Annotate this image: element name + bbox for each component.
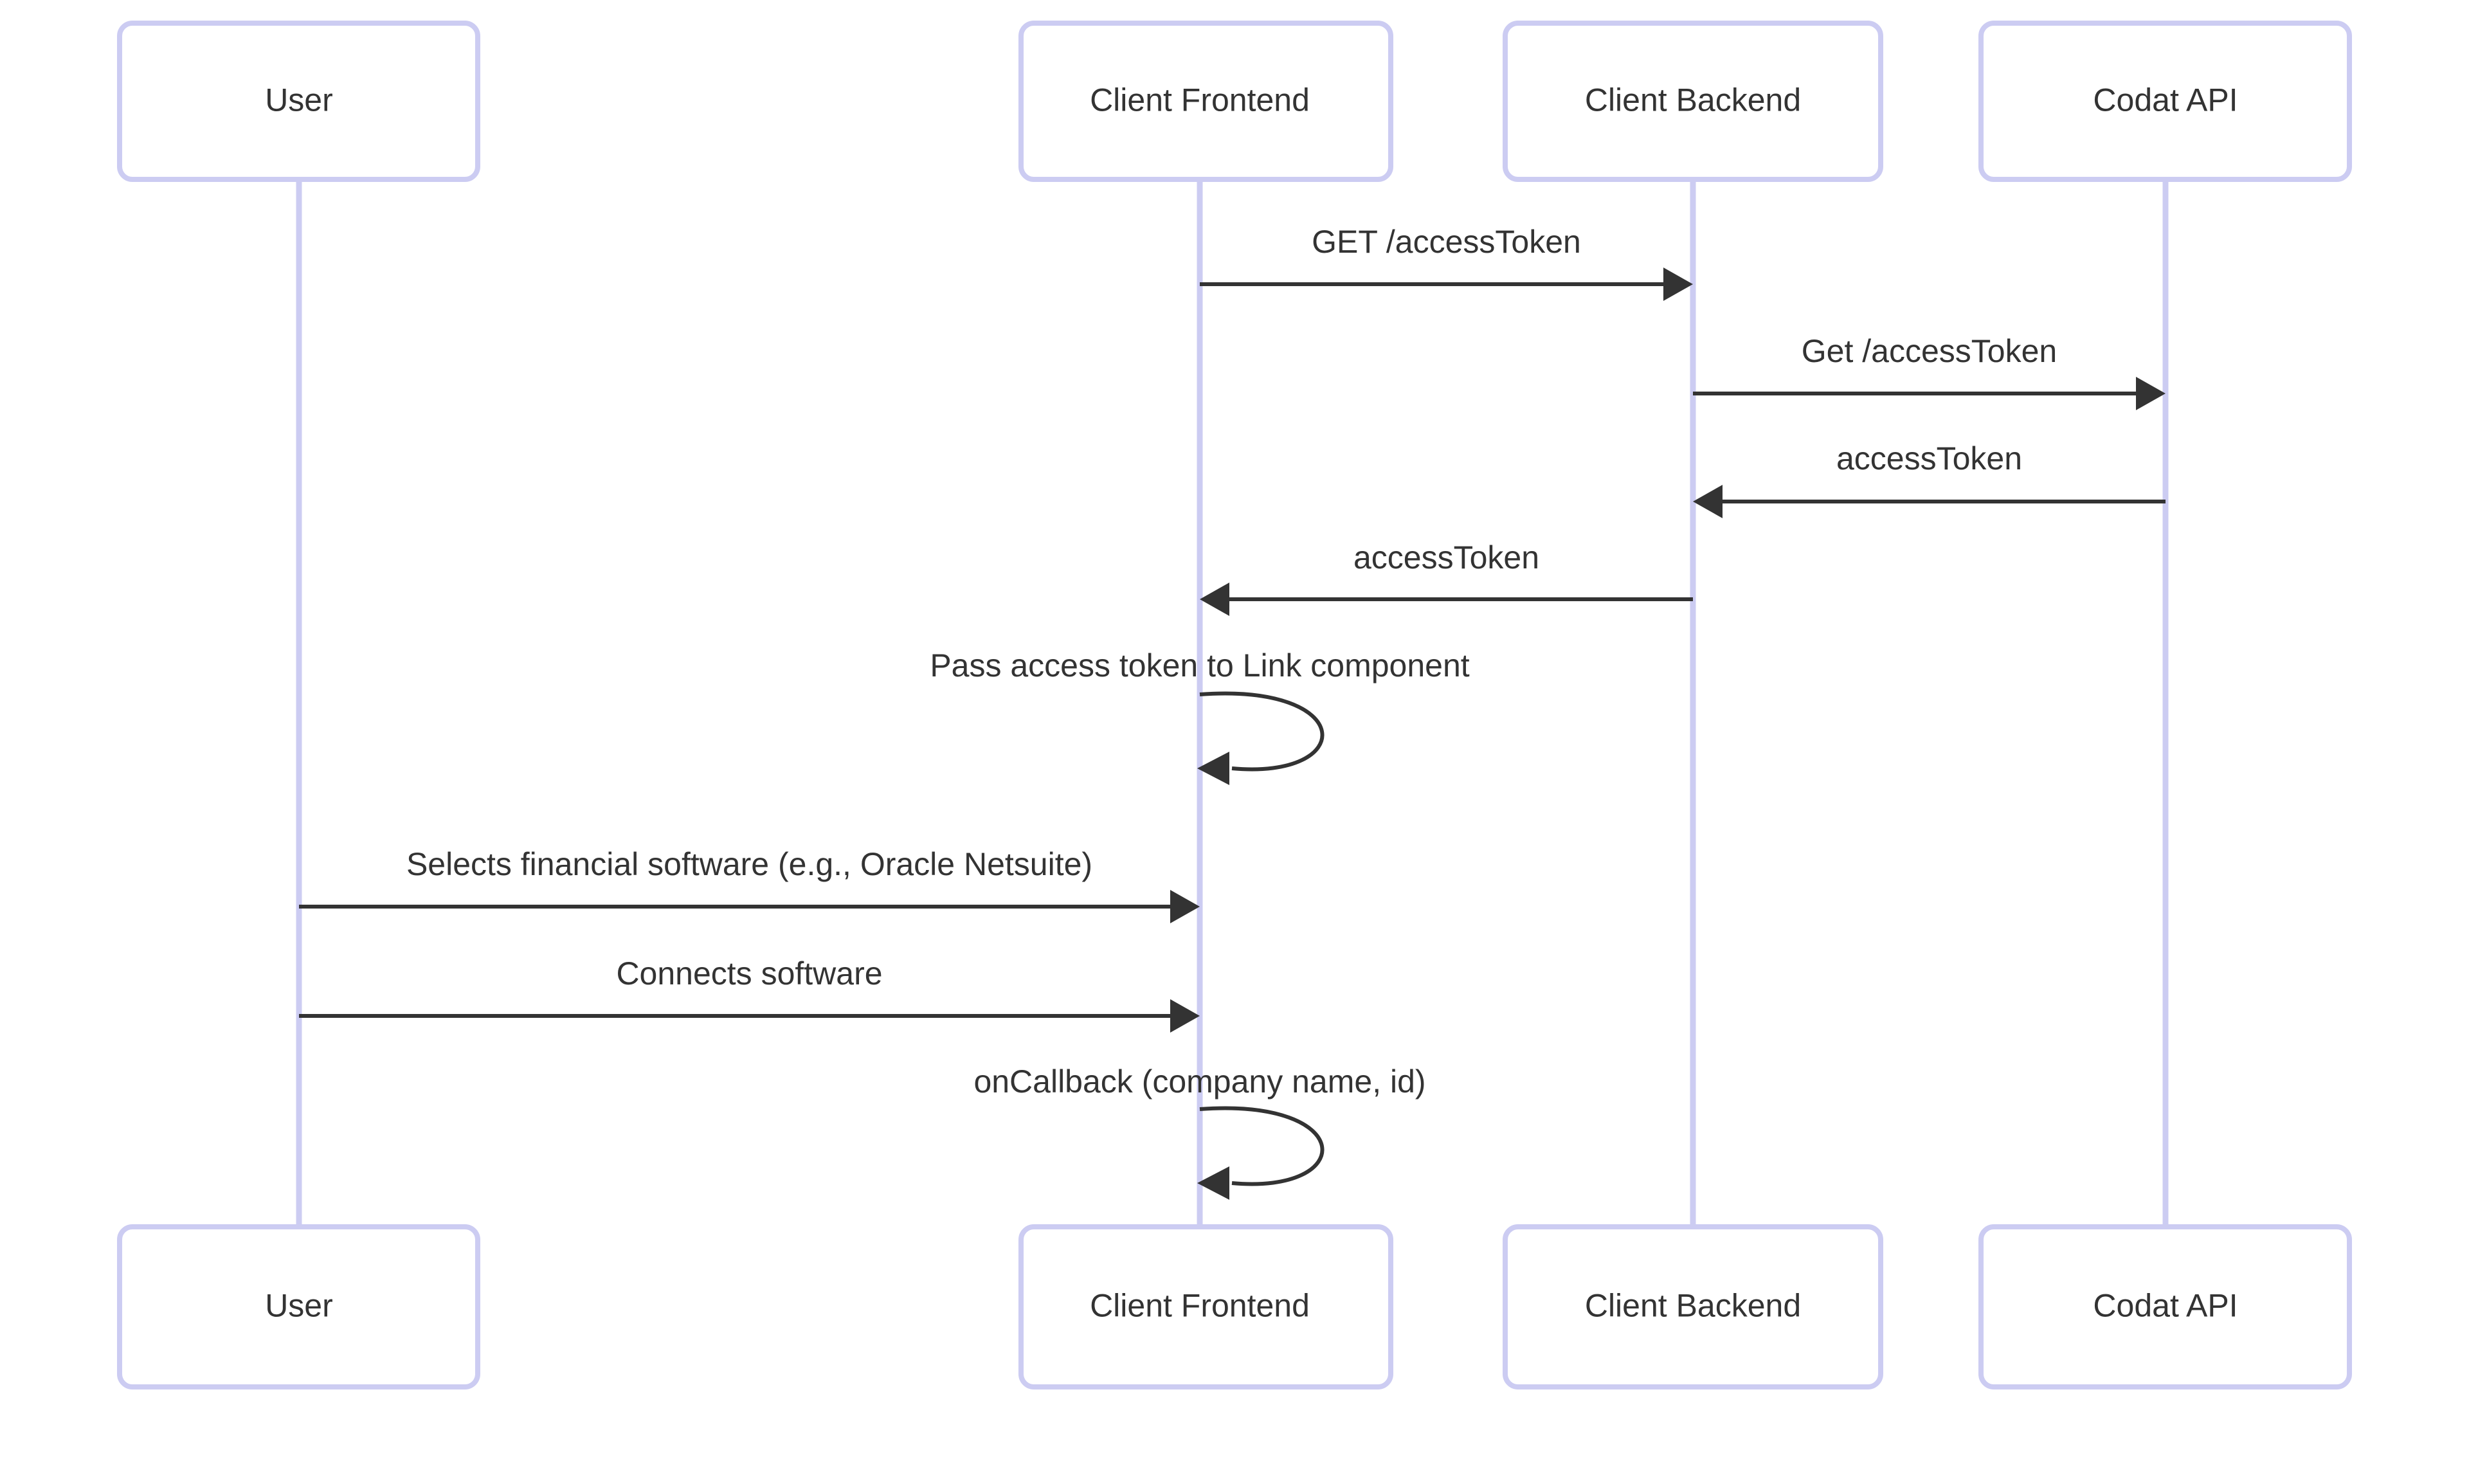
message-m7[interactable]: Connects software — [299, 955, 1200, 1033]
actor-box-rect-codat-top — [1978, 21, 2352, 182]
lifelines-group — [296, 179, 2169, 1227]
actor-label-user-top: User — [265, 82, 333, 118]
arrow-head-m8 — [1197, 1166, 1229, 1200]
arrow-head-m4 — [1200, 583, 1229, 616]
message-label-m2: Get /accessToken — [1802, 333, 2057, 369]
actor-label-frontend-bottom: Client Frontend — [1090, 1288, 1310, 1324]
actors-top-group: User Client Frontend Client Backend Codat A… — [117, 21, 2352, 182]
actor-label-codat-top: Codat API — [2093, 82, 2238, 118]
actor-box-codat-bottom[interactable]: Codat API — [1978, 1224, 2352, 1389]
actor-box-rect-backend-bottom — [1503, 1224, 1883, 1389]
actor-box-user-bottom[interactable]: User — [117, 1224, 480, 1389]
message-label-m5: Pass access token to Link component — [930, 647, 1469, 683]
actor-label-backend-bottom: Client Backend — [1585, 1288, 1801, 1324]
actor-label-codat-bottom: Codat API — [2093, 1288, 2238, 1324]
arrow-head-m6 — [1170, 890, 1200, 923]
actor-box-user-top[interactable]: User — [117, 21, 480, 182]
message-m3[interactable]: accessToken — [1693, 440, 2166, 518]
actor-box-rect-frontend-bottom — [1018, 1224, 1393, 1389]
actor-box-rect-backend-top — [1503, 21, 1883, 182]
actor-box-frontend-bottom[interactable]: Client Frontend — [1018, 1224, 1393, 1389]
actor-box-backend-top[interactable]: Client Backend — [1503, 21, 1883, 182]
actor-box-rect-codat-bottom — [1978, 1224, 2352, 1389]
arrow-head-m5 — [1197, 752, 1229, 785]
actor-label-backend-top: Client Backend — [1585, 82, 1801, 118]
arrow-head-m1 — [1663, 267, 1693, 301]
message-m6[interactable]: Selects financial software (e.g., Oracle… — [299, 846, 1200, 923]
actor-box-backend-bottom[interactable]: Client Backend — [1503, 1224, 1883, 1389]
message-label-m8: onCallback (company name, id) — [973, 1063, 1425, 1099]
arrow-head-m2 — [2136, 377, 2166, 410]
message-label-m3: accessToken — [1836, 440, 2022, 476]
message-label-m6: Selects financial software (e.g., Oracle… — [406, 846, 1092, 882]
actor-box-frontend-top[interactable]: Client Frontend — [1018, 21, 1393, 182]
message-m4[interactable]: accessToken — [1200, 539, 1693, 616]
message-label-m7: Connects software — [616, 955, 882, 991]
message-m8[interactable]: onCallback (company name, id) — [973, 1063, 1426, 1200]
actor-box-rect-user-top — [117, 21, 480, 182]
message-label-m1: GET /accessToken — [1312, 224, 1581, 260]
actor-box-rect-user-bottom — [117, 1224, 480, 1389]
message-m5[interactable]: Pass access token to Link component — [930, 647, 1470, 785]
actor-box-codat-top[interactable]: Codat API — [1978, 21, 2352, 182]
message-label-m4: accessToken — [1353, 539, 1539, 575]
arrow-head-m3 — [1693, 485, 1723, 518]
message-m2[interactable]: Get /accessToken — [1693, 333, 2166, 410]
arrow-head-m7 — [1170, 999, 1200, 1033]
actors-bottom-group: User Client Frontend Client Backend Codat A… — [117, 1224, 2352, 1389]
actor-box-rect-frontend-top — [1018, 21, 1393, 182]
message-loop-m5 — [1199, 691, 1325, 772]
actor-label-user-bottom: User — [265, 1288, 333, 1324]
message-m1[interactable]: GET /accessToken — [1200, 224, 1693, 301]
message-loop-m8 — [1199, 1106, 1325, 1186]
actor-label-frontend-top: Client Frontend — [1090, 82, 1310, 118]
